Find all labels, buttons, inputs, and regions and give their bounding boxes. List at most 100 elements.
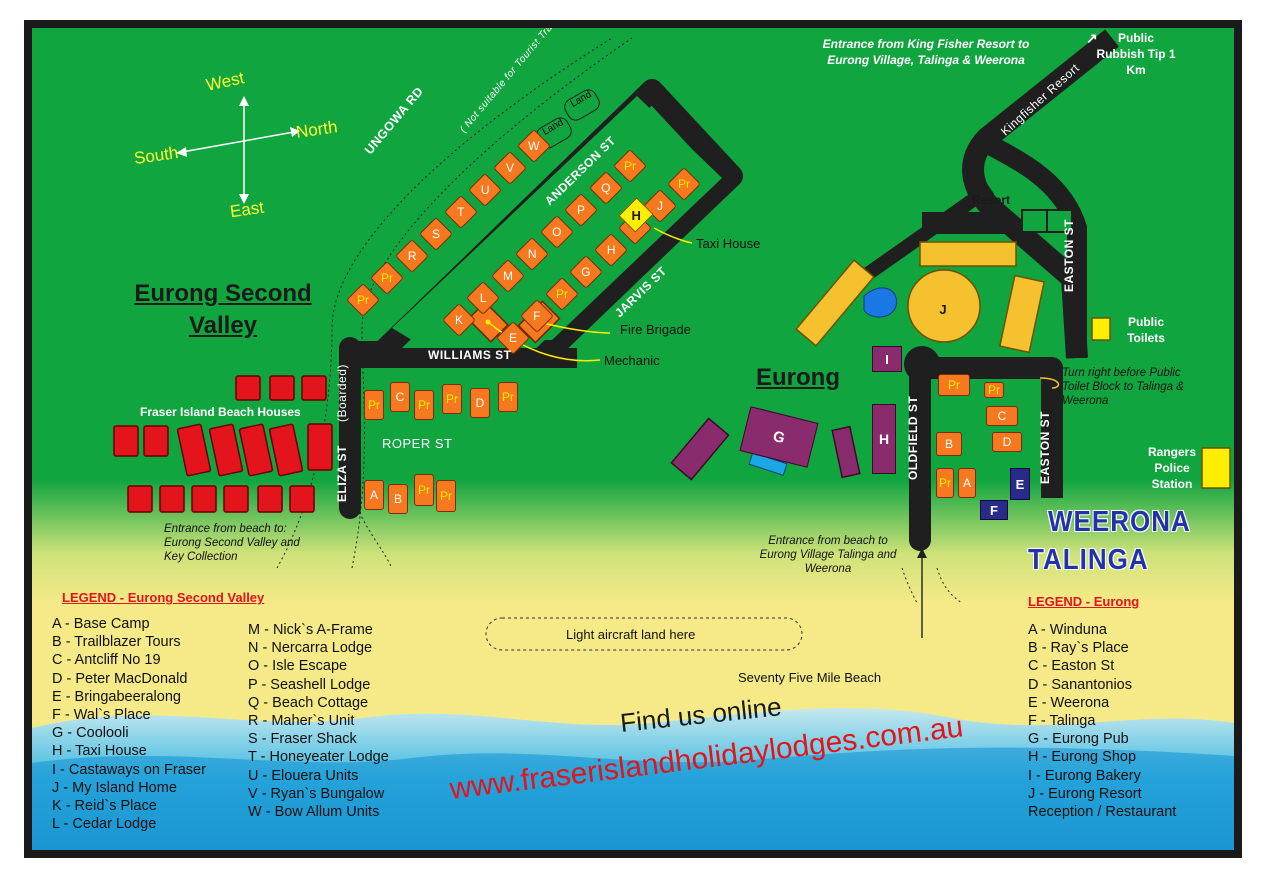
label-taxi-house: Taxi House — [696, 236, 761, 251]
label-easton-top: EASTON ST — [1062, 219, 1076, 292]
label-easton-bottom: EASTON ST — [1038, 411, 1052, 484]
legend-item: D - Sanantonios — [1028, 676, 1132, 693]
eurong-lot-6: A — [958, 468, 976, 498]
legend-item: F - Wal`s Place — [52, 707, 151, 724]
label-beach-houses: Fraser Island Beach Houses — [140, 405, 301, 419]
roper-lot-8: Pr — [414, 474, 434, 506]
legend-item: T - Honeyeater Lodge — [248, 749, 389, 766]
resort-block-2 — [998, 274, 1046, 354]
legend-item: E - Bringabeeralong — [52, 688, 181, 705]
label-rangers: Rangers Police Station — [1147, 445, 1197, 491]
title-eurong: Eurong — [756, 364, 840, 391]
legend-item: N - Nercarra Lodge — [248, 640, 373, 657]
label-public-toilets: Public Toilets — [1127, 315, 1165, 345]
legend-item: D - Peter MacDonald — [52, 670, 188, 687]
easton-road-upper — [981, 134, 1087, 358]
legend-item: Q - Beach Cottage — [248, 694, 369, 711]
eurong-lot-0: Pr — [938, 374, 970, 396]
label-beach: Seventy Five Mile Beach — [738, 670, 882, 685]
roper-lot-0: Pr — [364, 390, 384, 420]
legend-item: U - Elouera Units — [248, 767, 359, 784]
label-mechanic: Mechanic — [604, 353, 660, 368]
label-roper: ROPER ST — [382, 436, 453, 451]
legend-item: A - Winduna — [1028, 622, 1107, 638]
eurong-lot-4: B — [936, 432, 962, 456]
label-talinga: TALINGA — [1028, 542, 1149, 576]
legend-item: L - Cedar Lodge — [52, 816, 157, 833]
resort-pool-building — [907, 269, 981, 343]
track-oldfield-east — [936, 567, 963, 604]
rangers-building — [1201, 447, 1231, 489]
legend-item: H - Taxi House — [52, 743, 147, 760]
easton-road-lower — [910, 357, 1063, 498]
legend-item: B - Trailblazer Tours — [52, 634, 181, 651]
label-turn-right: Turn right before Public Toilet Block to… — [1062, 367, 1184, 407]
track-oldfield-west — [901, 567, 918, 604]
roper-lot-7: B — [388, 484, 408, 514]
label-rubbish: Public Rubbish Tip 1 Km — [1096, 31, 1176, 77]
resort-block-3 — [795, 259, 875, 347]
badge-j: J — [939, 301, 947, 317]
roper-lot-5: Pr — [498, 382, 518, 412]
label-eliza: ELIZA ST — [335, 445, 349, 502]
legend-item: O - Isle Escape — [248, 658, 348, 675]
legend-item: F - Talinga — [1028, 713, 1096, 730]
legend-sv-title: LEGEND - Eurong Second Valley — [62, 590, 265, 605]
legend-item: C - Easton St — [1028, 658, 1115, 675]
beach-entrance-arrow-head — [917, 548, 927, 558]
compass-we — [181, 131, 295, 153]
label-kingfisher-entrance: Entrance from King Fisher Resort to Euro… — [822, 37, 1030, 67]
legend-item: G - Coolooli — [52, 725, 129, 742]
badge-e: E — [1010, 468, 1030, 500]
legend-item: J - My Island Home — [52, 779, 177, 796]
legend-item: A - Base Camp — [52, 616, 150, 632]
label-williams: WILLIAMS ST — [428, 348, 512, 362]
eurong-lot-1: Pr — [984, 382, 1004, 398]
legend-item: M - Nick`s A-Frame — [248, 622, 373, 638]
label-aircraft: Light aircraft land here — [566, 627, 696, 642]
label-weerona: WEERONA — [1048, 504, 1191, 538]
land-plot-1 — [564, 89, 600, 121]
legend-item: J - Eurong Resort — [1028, 785, 1142, 802]
roper-lot-3: Pr — [442, 384, 462, 414]
label-entrance-beach-sv: Entrance from beach to: Eurong Second Va… — [164, 523, 300, 563]
label-entrance-beach-eurong: Entrance from beach to Eurong Village Ta… — [759, 535, 897, 575]
eurong-lot-5: Pr — [936, 468, 954, 498]
legend-item: B - Ray`s Place — [1028, 640, 1129, 657]
resort-block-1 — [919, 241, 1017, 267]
label-eliza-note: (Boarded) — [335, 364, 349, 422]
legend-item: S - Fraser Shack — [248, 731, 357, 748]
legend-item: P - Seashell Lodge — [248, 676, 371, 693]
roundabout — [904, 346, 940, 382]
legend-eurong-title: LEGEND - Eurong — [1028, 594, 1140, 609]
roper-lot-2: Pr — [414, 390, 434, 420]
legend-item: H - Eurong Shop — [1028, 749, 1137, 766]
label-oldfield: OLDFIELD ST — [906, 395, 920, 480]
sea-wave — [32, 747, 1234, 850]
up-arrow-icon: ↗ — [1086, 30, 1098, 46]
aircraft-strip — [485, 617, 803, 651]
roper-lot-1: C — [390, 382, 410, 412]
badge-f: F — [980, 500, 1008, 520]
legend-item: K - Reid`s Place — [52, 798, 157, 815]
turn-arrow — [1039, 377, 1060, 389]
taxi-pointer — [653, 227, 693, 244]
pool — [863, 287, 898, 318]
label-fire-brigade: Fire Brigade — [620, 322, 691, 337]
legend-item: W - Bow Allum Units — [248, 804, 380, 821]
legend-item: C - Antcliff No 19 — [52, 652, 161, 669]
legend-item: V - Ryan`s Bungalow — [248, 785, 385, 802]
eurong-building-a — [670, 417, 730, 481]
badge-h: H — [872, 404, 896, 474]
eurong-building-b — [831, 425, 861, 479]
legend-item: Reception / Restaurant — [1028, 804, 1177, 821]
toilet-block — [1091, 317, 1111, 341]
title-second-valley: Eurong Second Valley — [134, 280, 312, 339]
eurong-lot-2: C — [986, 406, 1018, 426]
roper-lot-9: Pr — [436, 480, 456, 512]
track-ungowa-west — [276, 37, 613, 569]
legend-item: R - Maher`s Unit — [248, 713, 355, 730]
